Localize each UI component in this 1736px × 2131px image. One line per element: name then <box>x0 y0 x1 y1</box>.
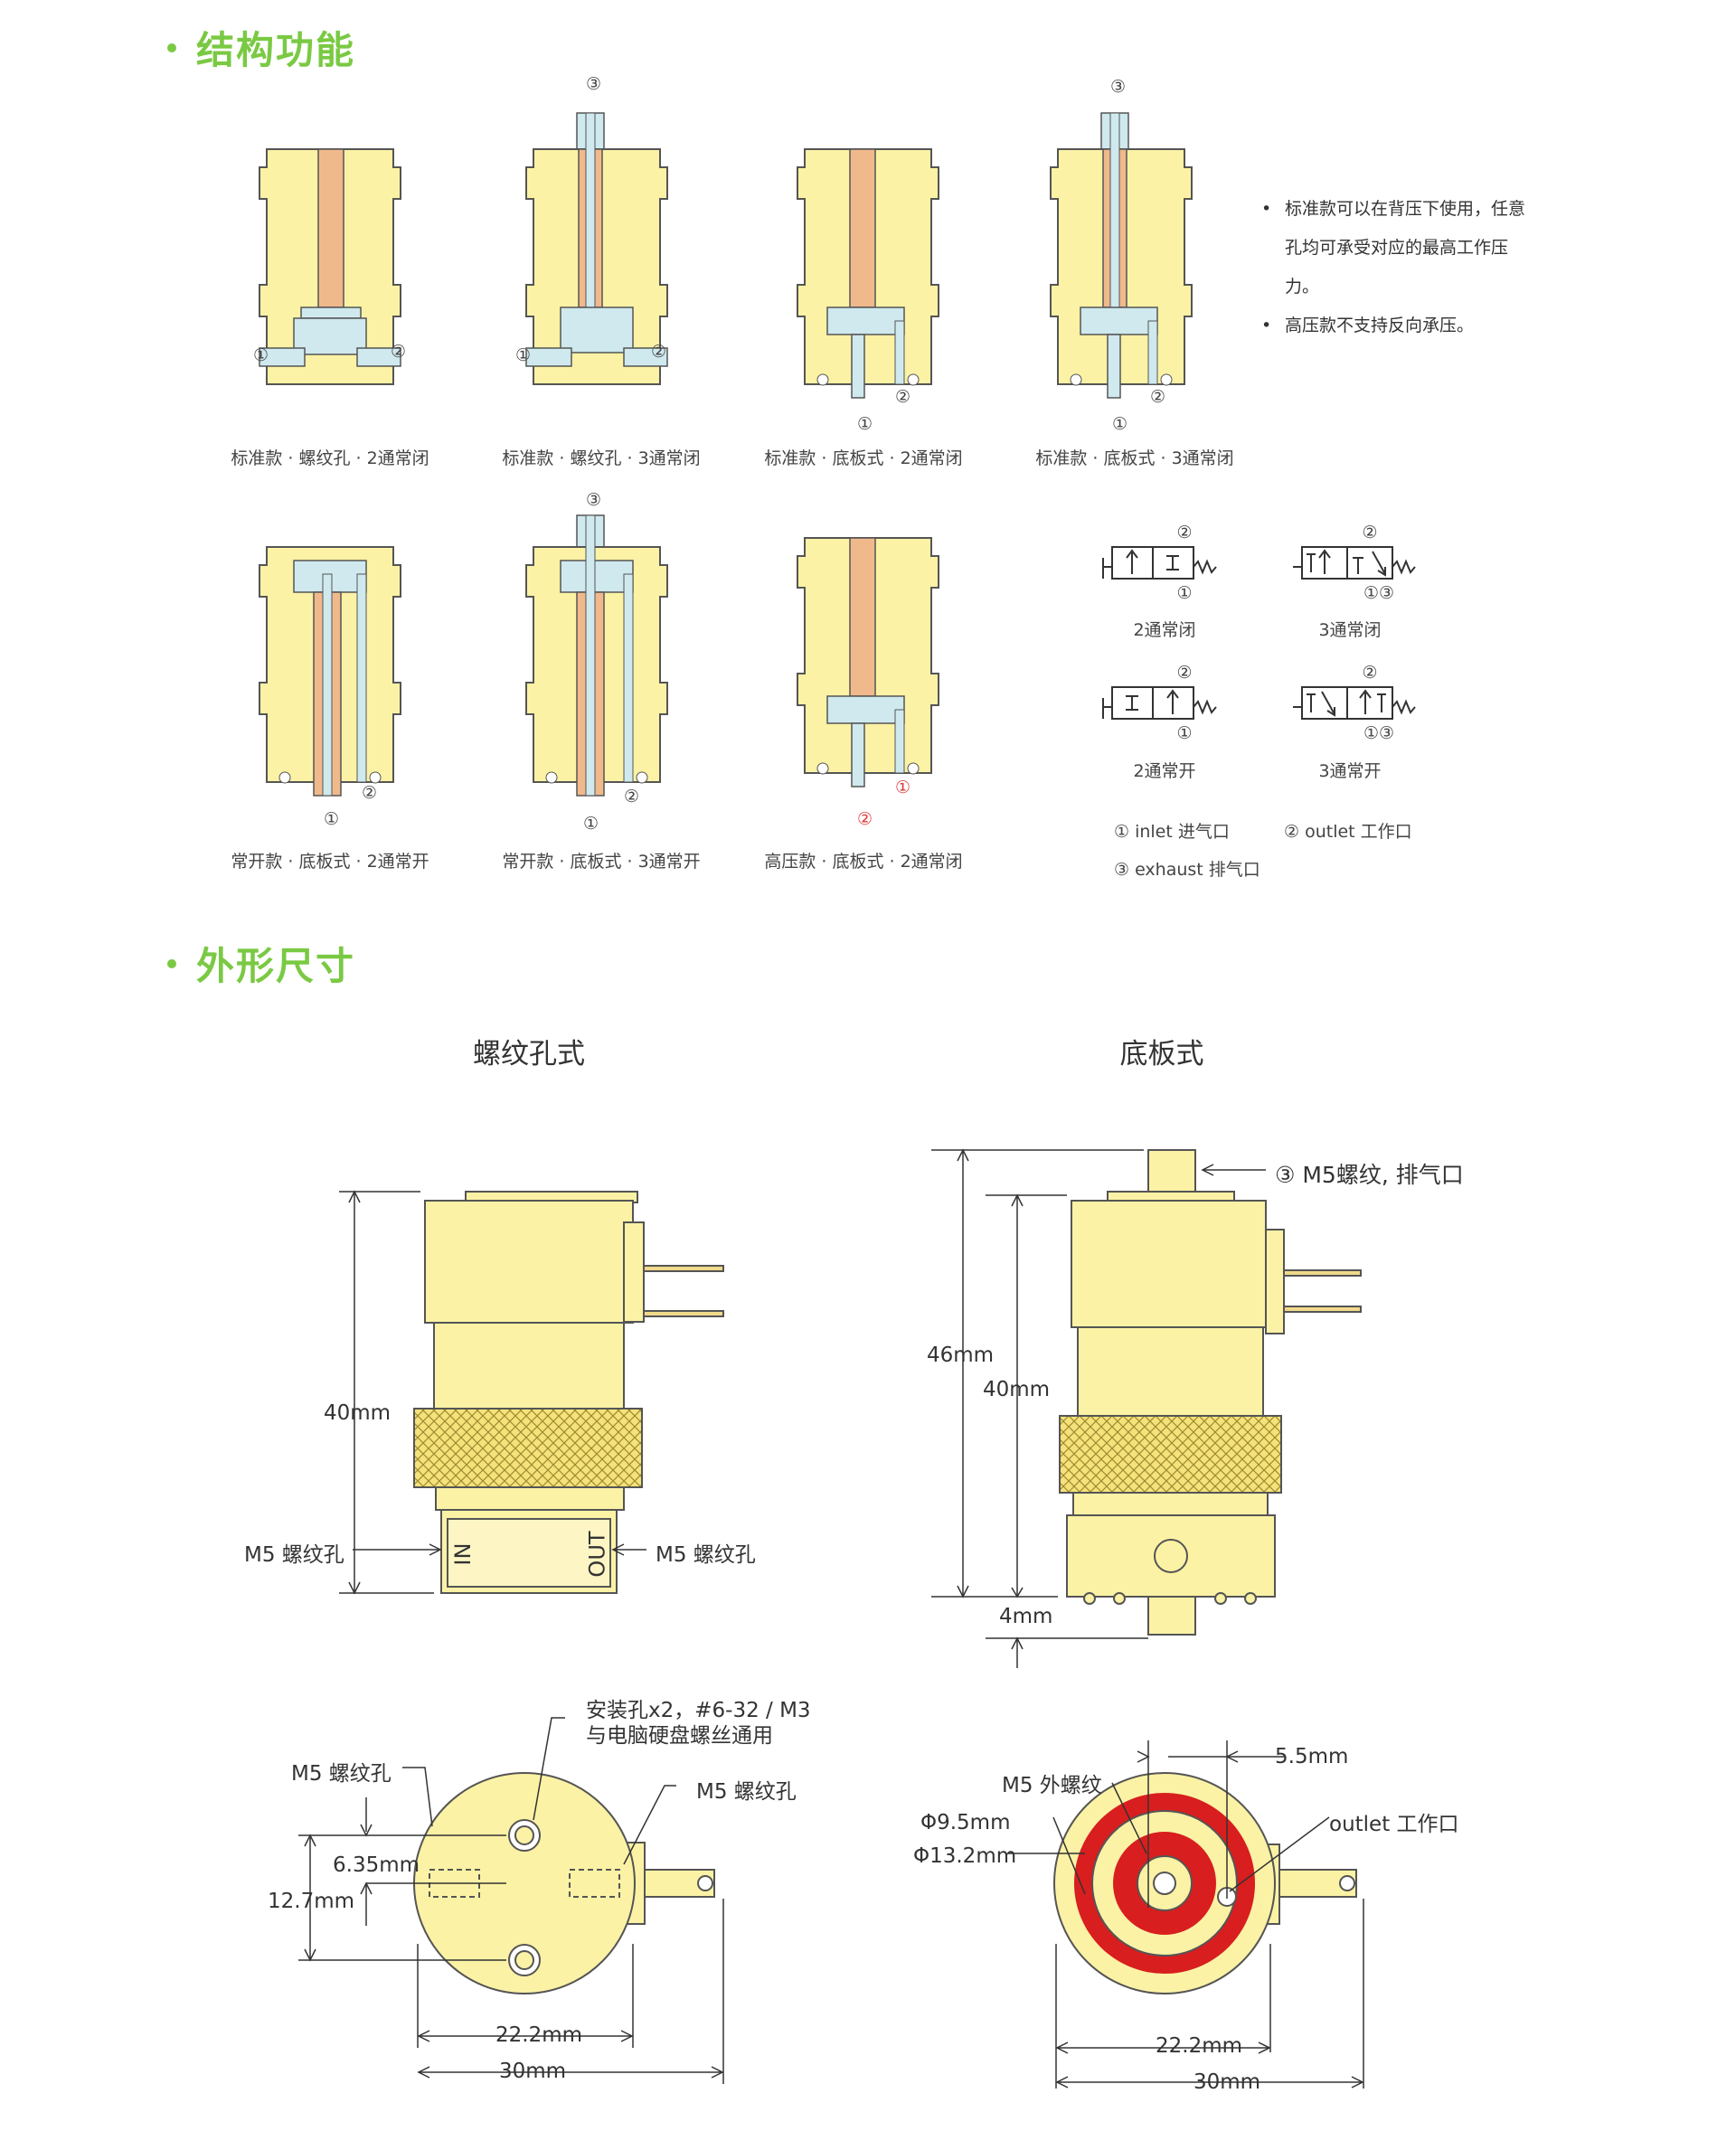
port-marker-2: ② <box>1150 387 1166 407</box>
valve-diagram-1 <box>259 148 401 385</box>
valve-caption-5: 常开款 · 底板式 · 2通常开 <box>231 852 429 872</box>
threaded-bottom-dims <box>298 1717 724 2084</box>
port-marker-1: ① <box>583 814 599 834</box>
valve-diagram-3 <box>797 148 939 399</box>
note-item: 标准款可以在背压下使用，任意孔均可承受对应的最高工作压力。 <box>1261 190 1533 306</box>
bullet-icon <box>167 42 176 52</box>
threaded-port-right-label: M5 螺纹孔 <box>656 1543 756 1567</box>
threaded-in-label: NI <box>448 1542 475 1566</box>
hole-spacing-half-label: 6.35mm <box>333 1853 420 1877</box>
inner-diameter-label: Φ9.5mm <box>920 1811 1011 1834</box>
threaded-body-width-label: 22.2mm <box>495 2023 583 2047</box>
manifold-bottom-dims <box>1008 1740 1364 2089</box>
symbol-port: ② <box>1176 523 1193 542</box>
manifold-overall-width-label: 30mm <box>1194 2070 1261 2094</box>
symbol-port: ② <box>1176 663 1193 683</box>
port-marker-1: ① <box>857 414 873 434</box>
threaded-bottom-view <box>413 1772 715 1994</box>
offset-label: 5.5mm <box>1275 1745 1349 1768</box>
valve-caption-4: 标准款 · 底板式 · 3通常闭 <box>1035 448 1234 468</box>
port-marker-1: ① <box>324 809 340 829</box>
legend-outlet: ② outlet 工作口 <box>1284 822 1412 842</box>
symbol-port: ①③ <box>1363 583 1395 603</box>
symbol-port: ② <box>1362 663 1378 683</box>
symbol-caption-2no: 2通常开 <box>1133 761 1196 781</box>
port-marker-2: ② <box>624 787 640 806</box>
bullet-icon <box>167 958 176 968</box>
valve-diagram-7 <box>797 537 939 787</box>
symbol-caption-2nc: 2通常闭 <box>1133 620 1196 640</box>
symbol-port: ② <box>1362 523 1378 542</box>
bottom-port-left-label: M5 螺纹孔 <box>291 1762 392 1786</box>
port-marker-3: ③ <box>586 74 602 94</box>
hole-spacing-label: 12.7mm <box>268 1890 355 1913</box>
structure-section-title: 结构功能 <box>167 20 355 75</box>
threaded-height-label: 40mm <box>324 1401 392 1425</box>
valve-diagram-6 <box>525 514 668 797</box>
port-marker-3: ③ <box>586 490 602 510</box>
manifold-side-view <box>1059 1149 1362 1636</box>
legend-inlet: ① inlet 进气口 <box>1114 822 1230 842</box>
port-marker-1-hp: ① <box>895 778 911 797</box>
external-thread-label: M5 外螺纹 <box>1002 1774 1102 1797</box>
port-marker-2: ② <box>651 342 667 362</box>
port-marker-2-hp: ② <box>857 809 873 829</box>
structure-title-text: 结构功能 <box>196 28 356 72</box>
manifold-side-dims <box>931 1148 1266 1668</box>
symbol-caption-3no: 3通常开 <box>1318 761 1382 781</box>
outer-diameter-label: Φ13.2mm <box>913 1844 1017 1868</box>
port-marker-3: ③ <box>1110 77 1127 97</box>
symbol-port: ①③ <box>1363 723 1395 743</box>
valve-caption-2: 标准款 · 螺纹孔 · 3通常闭 <box>502 448 701 468</box>
port-marker-1: ① <box>253 345 269 365</box>
valve-caption-1: 标准款 · 螺纹孔 · 2通常闭 <box>231 448 429 468</box>
legend-exhaust: ③ exhaust 排气口 <box>1114 860 1260 880</box>
symbol-2nc <box>1102 546 1217 580</box>
port-marker-2: ② <box>895 387 911 407</box>
view-heading-manifold: 底板式 <box>1119 1038 1204 1070</box>
valve-caption-6: 常开款 · 底板式 · 3通常开 <box>502 852 701 872</box>
notes-list: 标准款可以在背压下使用，任意孔均可承受对应的最高工作压力。 高压款不支持反向承压… <box>1261 190 1533 345</box>
valve-caption-7: 高压款 · 底板式 · 2通常闭 <box>764 852 963 872</box>
manifold-exhaust-label: ③ M5螺纹, 排气口 <box>1275 1162 1464 1188</box>
port-marker-1: ① <box>515 345 532 365</box>
symbol-3no <box>1293 686 1416 720</box>
symbol-3nc <box>1293 546 1416 580</box>
threaded-port-left-label: M5 螺纹孔 <box>244 1543 344 1567</box>
port-marker-1: ① <box>1112 414 1128 434</box>
threaded-side-view <box>413 1191 724 1594</box>
dimensions-title-text: 外形尺寸 <box>196 944 356 988</box>
view-heading-threaded: 螺纹孔式 <box>473 1038 585 1070</box>
valve-caption-3: 标准款 · 底板式 · 2通常闭 <box>764 448 963 468</box>
mount-hole-note-1: 安装孔x2，#6-32 / M3 <box>586 1699 811 1722</box>
note-item: 高压款不支持反向承压。 <box>1261 306 1533 345</box>
dimensions-section-title: 外形尺寸 <box>167 936 355 991</box>
manifold-body-height-label: 40mm <box>983 1378 1051 1401</box>
port-marker-2: ② <box>362 783 378 803</box>
manifold-bottom-view <box>1053 1772 1357 1994</box>
manifold-stub-height-label: 4mm <box>999 1605 1053 1628</box>
port-marker-2: ② <box>391 342 407 362</box>
outlet-label: outlet 工作口 <box>1329 1813 1459 1836</box>
symbol-port: ① <box>1176 583 1193 603</box>
symbol-port: ① <box>1176 723 1193 743</box>
threaded-out-label: OUT <box>584 1531 610 1578</box>
valve-diagram-5 <box>259 546 401 797</box>
threaded-overall-width-label: 30mm <box>499 2060 567 2083</box>
threaded-side-dims <box>339 1190 646 1595</box>
manifold-body-width-label: 22.2mm <box>1156 2034 1243 2058</box>
bottom-port-right-label: M5 螺纹孔 <box>696 1780 797 1804</box>
manifold-total-height-label: 46mm <box>927 1344 995 1367</box>
symbol-2no <box>1102 686 1217 720</box>
symbol-caption-3nc: 3通常闭 <box>1318 620 1382 640</box>
valve-diagram-2 <box>525 112 668 385</box>
mount-hole-note-2: 与电脑硬盘螺丝通用 <box>586 1724 773 1748</box>
valve-diagram-4 <box>1050 112 1193 399</box>
